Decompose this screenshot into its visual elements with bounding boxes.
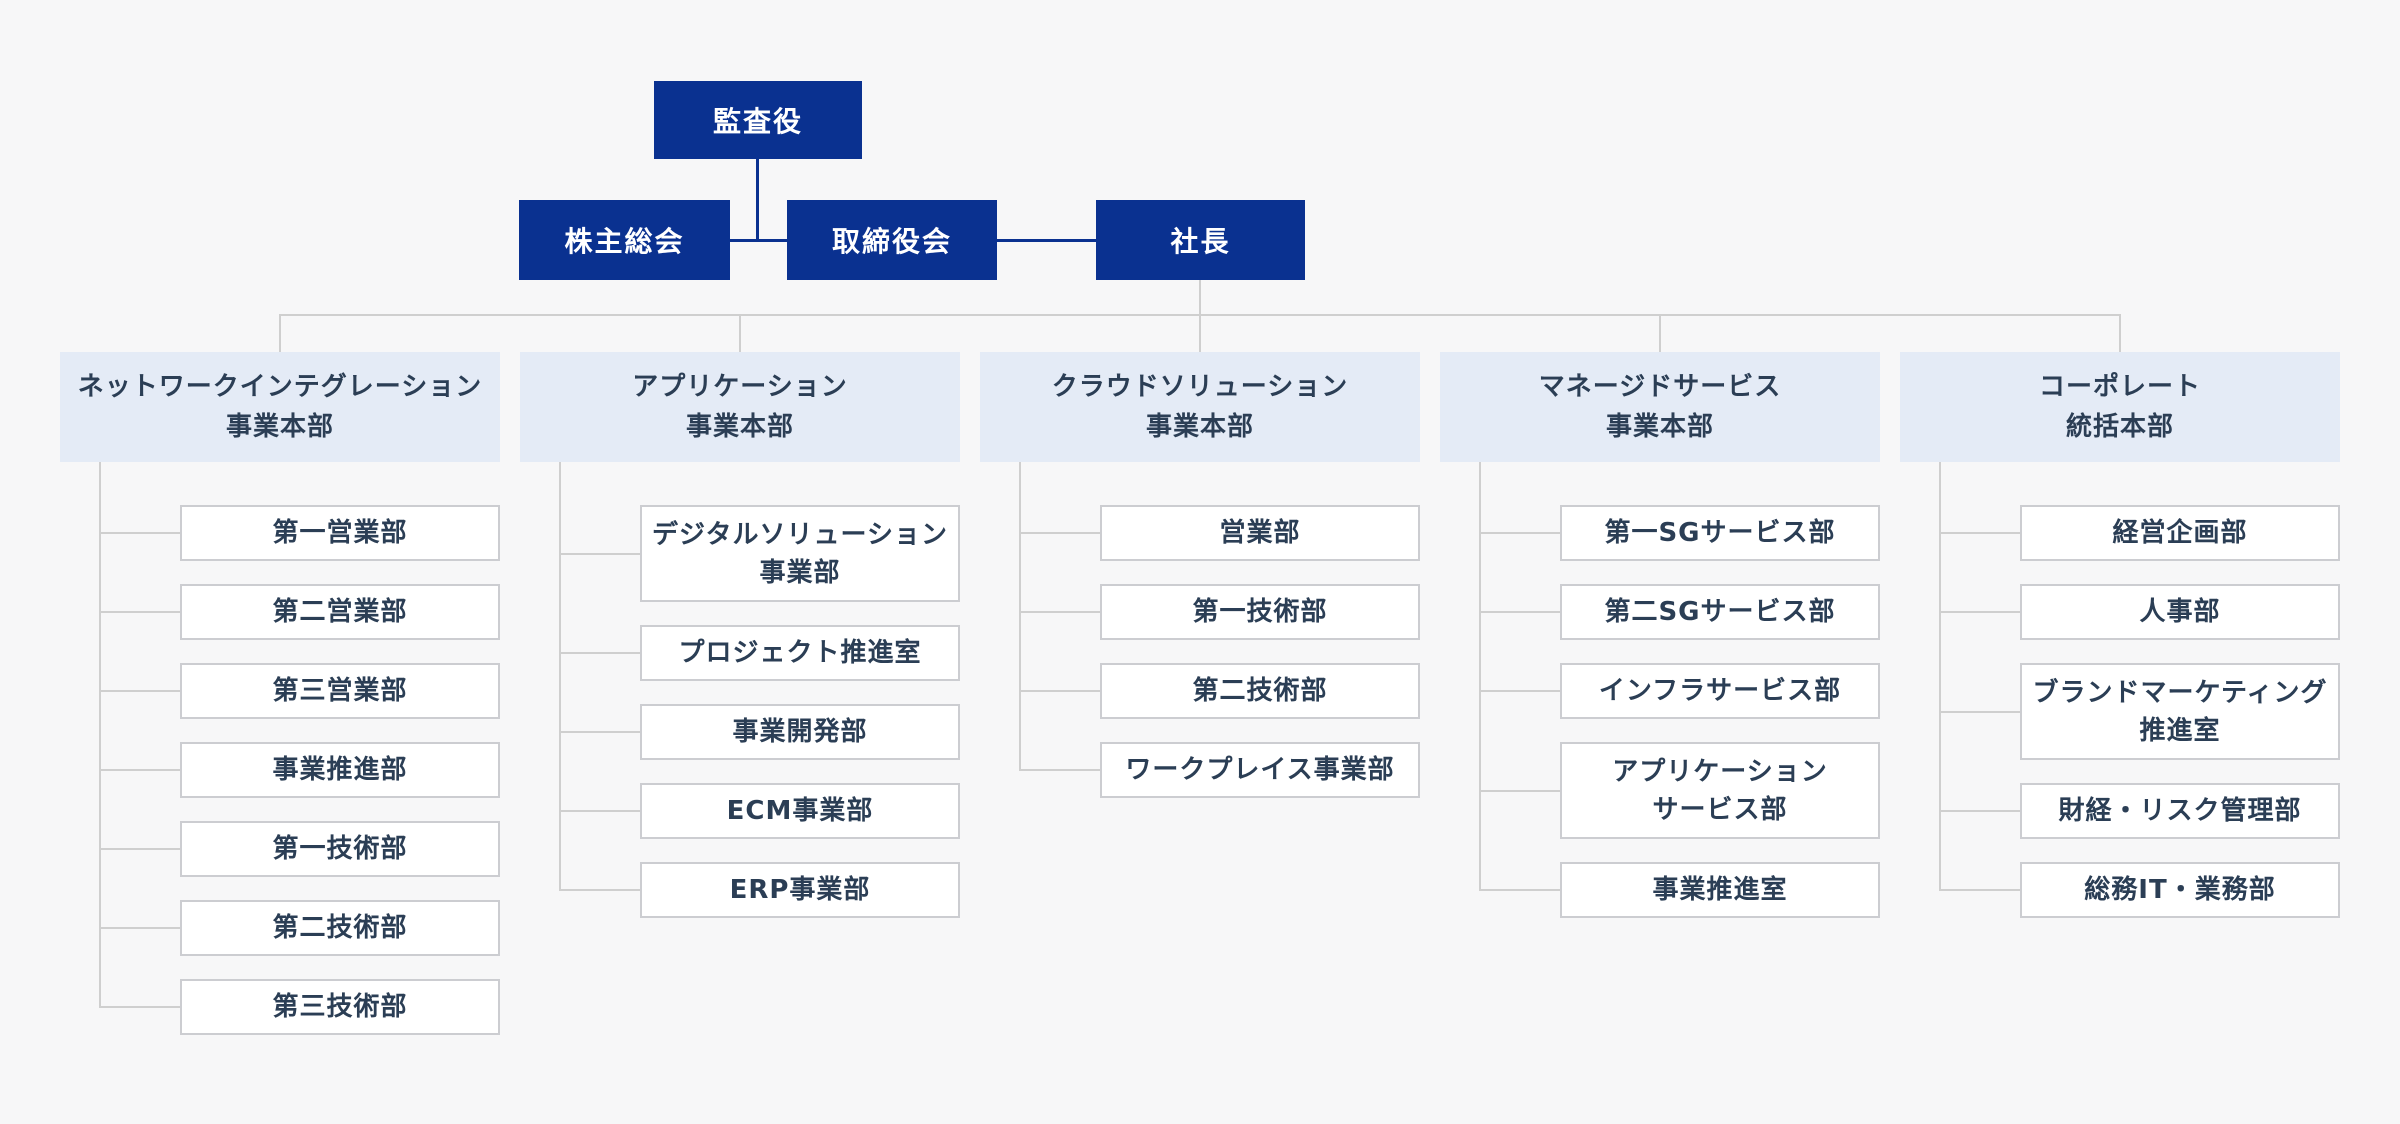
- connector-department-stub: [1020, 532, 1100, 534]
- connector-department-stub: [560, 731, 640, 733]
- department-box: 経営企画部: [2020, 505, 2340, 561]
- department-box: 第一SGサービス部: [1560, 505, 1880, 561]
- department-box: ワークプレイス事業部: [1100, 742, 1420, 798]
- connector-department-stub: [1940, 710, 2020, 713]
- connector-department-stub: [1940, 889, 2020, 891]
- department-box: 事業開発部: [640, 704, 960, 760]
- division-trunk: [559, 462, 561, 891]
- division-header-application: アプリケーション 事業本部: [520, 352, 960, 462]
- connector-department-stub: [1020, 611, 1100, 613]
- department-box: 事業推進部: [180, 742, 500, 798]
- department-box: 第二技術部: [1100, 663, 1420, 719]
- department-box: インフラサービス部: [1560, 663, 1880, 719]
- division-trunk: [99, 462, 101, 1008]
- division-header-managed-service: マネージドサービス 事業本部: [1440, 352, 1880, 462]
- department-box: デジタルソリューション 事業部: [640, 505, 960, 602]
- node-board-of-directors: 取締役会: [787, 200, 997, 280]
- connector-department-stub: [100, 1006, 180, 1008]
- connector-department-stub: [100, 769, 180, 771]
- connector-department-stub: [1020, 690, 1100, 692]
- connector-division-drop: [1659, 314, 1661, 352]
- connector-department-stub: [1480, 611, 1560, 613]
- connector-department-stub: [1940, 810, 2020, 812]
- connector-department-stub: [100, 690, 180, 692]
- department-box: 第二SGサービス部: [1560, 584, 1880, 640]
- department-box: 人事部: [2020, 584, 2340, 640]
- connector-department-stub: [1480, 690, 1560, 692]
- connector-board-president: [997, 239, 1096, 242]
- division-trunk: [1019, 462, 1021, 771]
- connector-shareholders-board: [730, 239, 787, 242]
- connector-department-stub: [1940, 532, 2020, 534]
- connector-department-stub: [560, 889, 640, 891]
- department-box: 総務IT・業務部: [2020, 862, 2340, 918]
- connector-president-drop: [1199, 280, 1201, 315]
- connector-department-stub: [1480, 789, 1560, 792]
- connector-department-stub: [1940, 611, 2020, 613]
- connector-auditor-drop: [756, 159, 759, 240]
- connector-department-stub: [1480, 889, 1560, 891]
- connector-department-stub: [560, 552, 640, 555]
- department-box: 第三営業部: [180, 663, 500, 719]
- connector-division-drop: [1199, 314, 1201, 352]
- connector-department-stub: [100, 927, 180, 929]
- department-box: プロジェクト推進室: [640, 625, 960, 681]
- department-box: 第二技術部: [180, 900, 500, 956]
- department-box: 財経・リスク管理部: [2020, 783, 2340, 839]
- division-trunk: [1939, 462, 1941, 891]
- department-box: 第一営業部: [180, 505, 500, 561]
- division-header-cloud-solution: クラウドソリューション 事業本部: [980, 352, 1420, 462]
- connector-department-stub: [560, 810, 640, 812]
- connector-department-stub: [100, 848, 180, 850]
- connector-division-drop: [739, 314, 741, 352]
- connector-department-stub: [1020, 769, 1100, 771]
- department-box: 営業部: [1100, 505, 1420, 561]
- division-trunk: [1479, 462, 1481, 891]
- department-box: ブランドマーケティング 推進室: [2020, 663, 2340, 760]
- connector-division-drop: [279, 314, 281, 352]
- department-box: 第二営業部: [180, 584, 500, 640]
- division-header-network-integration: ネットワークインテグレーション 事業本部: [60, 352, 500, 462]
- node-president: 社長: [1096, 200, 1305, 280]
- department-box: ERP事業部: [640, 862, 960, 918]
- connector-department-stub: [560, 652, 640, 654]
- connector-department-stub: [100, 532, 180, 534]
- department-box: 事業推進室: [1560, 862, 1880, 918]
- node-shareholders-meeting: 株主総会: [519, 200, 730, 280]
- connector-department-stub: [100, 611, 180, 613]
- connector-division-drop: [2119, 314, 2121, 352]
- department-box: アプリケーション サービス部: [1560, 742, 1880, 839]
- node-auditor: 監査役: [654, 81, 862, 159]
- department-box: ECM事業部: [640, 783, 960, 839]
- connector-department-stub: [1480, 532, 1560, 534]
- division-header-corporate: コーポレート 統括本部: [1900, 352, 2340, 462]
- department-box: 第一技術部: [1100, 584, 1420, 640]
- department-box: 第三技術部: [180, 979, 500, 1035]
- department-box: 第一技術部: [180, 821, 500, 877]
